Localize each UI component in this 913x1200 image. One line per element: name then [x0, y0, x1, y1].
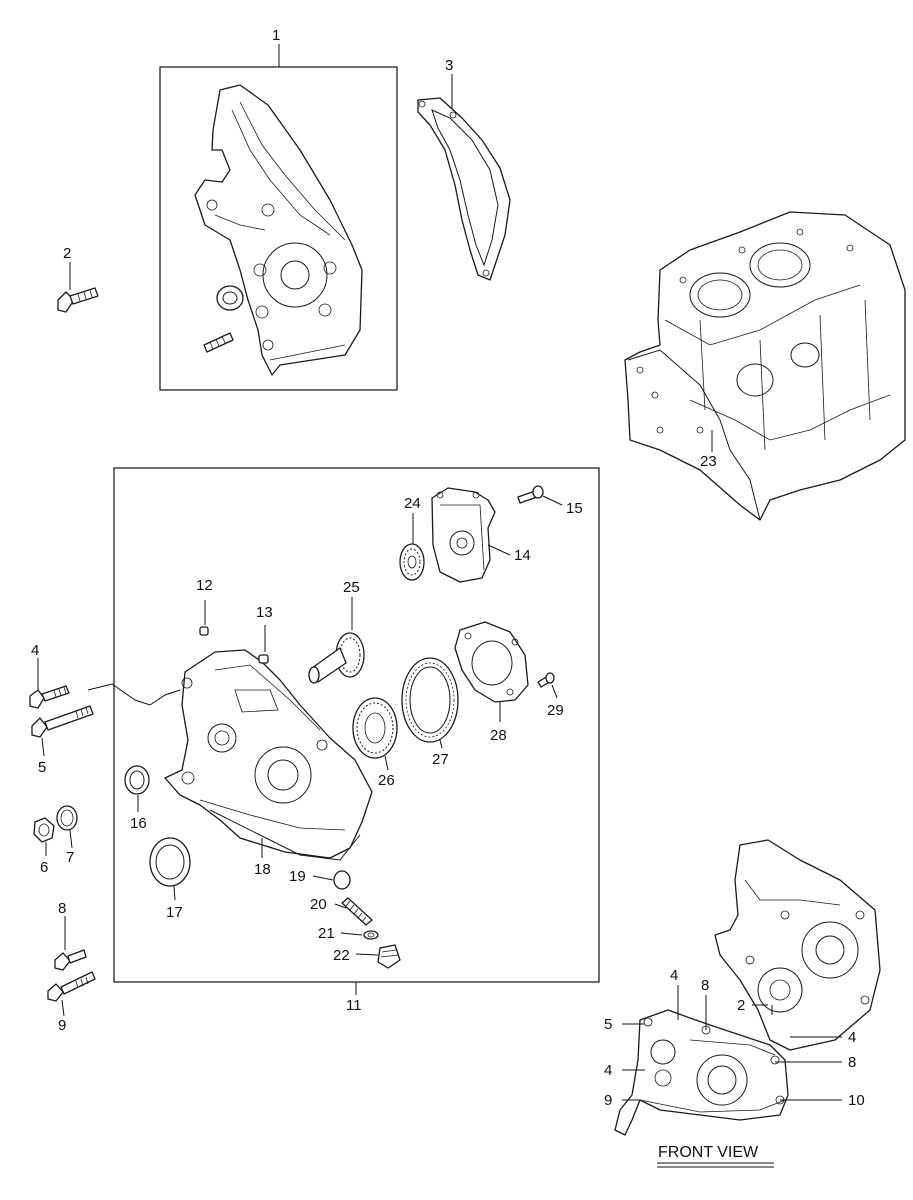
front-callout-2: 2 — [737, 997, 745, 1014]
callout-13: 13 — [256, 604, 273, 621]
callout-21: 21 — [318, 925, 335, 942]
callout-29: 29 — [547, 702, 564, 719]
callout-28: 28 — [490, 727, 507, 744]
bolt-leader-line — [87, 683, 181, 706]
callout-12: 12 — [196, 577, 213, 594]
callout-9: 9 — [58, 1017, 66, 1034]
front-callout-8a: 8 — [701, 977, 709, 994]
callout-22: 22 — [333, 947, 350, 964]
callout-20: 20 — [310, 896, 327, 913]
callout-25: 25 — [343, 579, 360, 596]
callout-3: 3 — [445, 57, 453, 74]
screw-15 — [517, 485, 563, 506]
engine-block — [624, 211, 906, 521]
spring-20 — [334, 897, 373, 926]
oil-seal-16 — [124, 765, 150, 812]
bolt-4 — [29, 658, 70, 709]
front-callout-10: 10 — [848, 1092, 865, 1109]
callout-15: 15 — [566, 500, 583, 517]
pump-cover-28 — [454, 621, 529, 722]
front-callout-5: 5 — [604, 1016, 612, 1033]
oil-seal-17 — [149, 837, 191, 901]
bolt-9 — [47, 971, 96, 1017]
callout-6: 6 — [40, 859, 48, 876]
callout-14: 14 — [514, 547, 531, 564]
gear-24 — [399, 513, 425, 581]
callout-5: 5 — [38, 759, 46, 776]
front-callout-4c: 4 — [604, 1062, 612, 1079]
spring-pin — [203, 332, 234, 353]
nut-6 — [33, 817, 55, 856]
callout-1: 1 — [272, 27, 280, 44]
screw-29 — [537, 672, 558, 699]
front-callout-4b: 4 — [848, 1029, 856, 1046]
gasket-3 — [417, 74, 511, 281]
callout-16: 16 — [130, 815, 147, 832]
rear-cover-part — [194, 84, 363, 376]
callout-24: 24 — [404, 495, 421, 512]
callout-7: 7 — [66, 849, 74, 866]
outer-ring-gear-27 — [401, 657, 459, 749]
callout-26: 26 — [378, 772, 395, 789]
front-view-assembly — [614, 839, 881, 1136]
relief-cover-14 — [431, 487, 511, 583]
inner-gear-26 — [352, 697, 398, 771]
callout-17: 17 — [166, 904, 183, 921]
callout-27: 27 — [432, 751, 449, 768]
plug-22 — [355, 944, 401, 969]
dowel-pin-13 — [258, 625, 269, 664]
bolt-2 — [57, 262, 99, 313]
bolt-8 — [54, 916, 87, 971]
cover-group-box — [159, 44, 398, 391]
front-callout-9: 9 — [604, 1092, 612, 1109]
callout-8: 8 — [58, 900, 66, 917]
callout-18: 18 — [254, 861, 271, 878]
bolt-5 — [31, 705, 94, 757]
washer-21 — [340, 930, 379, 940]
front-callout-4a: 4 — [670, 967, 678, 984]
callout-11: 11 — [346, 997, 362, 1014]
oil-pump-group-box — [113, 467, 600, 995]
dowel-pin-12 — [199, 600, 209, 636]
callout-4: 4 — [31, 642, 39, 659]
front-callout-8b: 8 — [848, 1054, 856, 1071]
oil-seal-small — [216, 285, 244, 311]
front-view-title: FRONT VIEW — [658, 1144, 759, 1161]
callout-23: 23 — [700, 453, 717, 470]
callout-19: 19 — [289, 868, 306, 885]
washer-7 — [56, 805, 78, 849]
drive-gear-shaft-25 — [308, 597, 365, 684]
oil-pump-case — [164, 649, 373, 861]
callout-2: 2 — [63, 245, 71, 262]
plunger-19 — [312, 870, 351, 890]
